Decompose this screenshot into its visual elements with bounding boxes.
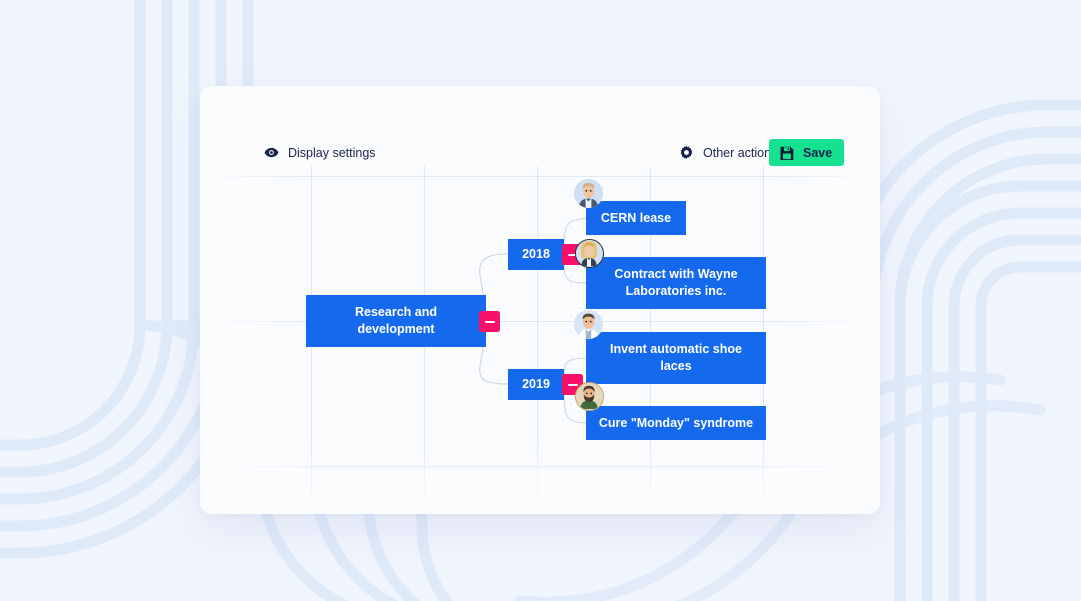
avatar-man-white-shirt[interactable]: [574, 310, 603, 339]
floppy-disk-icon: [780, 146, 794, 160]
other-actions-button[interactable]: Other actions: [670, 140, 786, 165]
other-actions-label: Other actions: [703, 145, 778, 160]
node-wayne-contract-label: Contract with Wayne Laboratories inc.: [614, 267, 738, 298]
node-shoe-laces-label: Invent automatic shoe laces: [610, 342, 742, 373]
node-shoe-laces[interactable]: Invent automatic shoe laces: [586, 332, 766, 384]
node-wayne-contract[interactable]: Contract with Wayne Laboratories inc.: [586, 257, 766, 309]
avatar-blonde-woman[interactable]: [575, 239, 604, 268]
node-monday-syndrome[interactable]: Cure "Monday" syndrome: [586, 406, 766, 440]
eye-icon: [264, 145, 279, 160]
gear-icon: [679, 145, 694, 160]
node-root-label: Research and development: [355, 305, 437, 336]
connector-edges: [479, 217, 601, 424]
avatar-blond-man[interactable]: [574, 179, 603, 208]
node-2018-label: 2018: [522, 247, 550, 261]
node-cern-lease[interactable]: CERN lease: [586, 201, 686, 235]
display-settings-label: Display settings: [288, 145, 376, 160]
node-2018[interactable]: 2018: [508, 239, 564, 270]
save-button[interactable]: Save: [769, 139, 845, 166]
save-label: Save: [803, 145, 833, 160]
node-2019-label: 2019: [522, 377, 550, 391]
toolbar: Display settings Other actions Save: [200, 86, 880, 166]
node-cern-lease-label: CERN lease: [600, 210, 672, 225]
node-root[interactable]: Research and development: [306, 295, 486, 347]
node-monday-syndrome-label: Cure "Monday" syndrome: [598, 415, 754, 430]
node-2019[interactable]: 2019: [508, 369, 564, 400]
mindmap-canvas[interactable]: Research and development 2018 2019: [200, 166, 880, 514]
collapse-button-root[interactable]: [479, 311, 500, 332]
display-settings-button[interactable]: Display settings: [255, 140, 385, 165]
app-card: Display settings Other actions Save: [200, 86, 880, 514]
avatar-bearded-man[interactable]: [575, 382, 604, 411]
